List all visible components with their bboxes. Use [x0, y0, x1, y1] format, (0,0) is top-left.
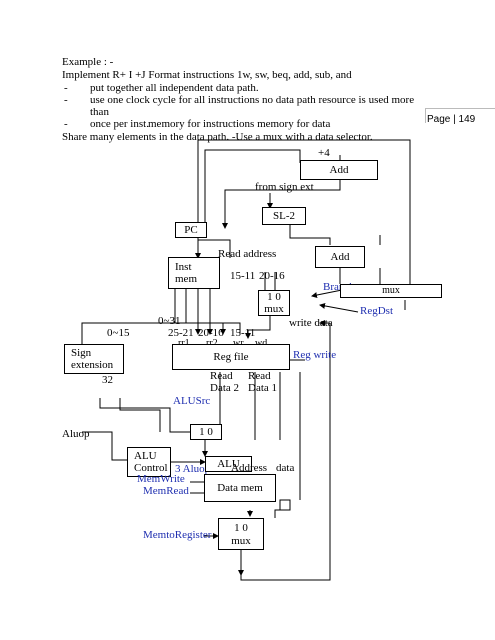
address-label: Address	[231, 462, 268, 474]
alu-control-box: ALU Control	[127, 447, 171, 477]
rr2-label: rr2	[206, 338, 218, 350]
mux1-box: 1 0 mux	[258, 290, 290, 316]
memtoreg-label: MemtoRegister	[143, 529, 212, 541]
reg-file-box: Reg file	[172, 344, 290, 370]
mux3-select: 1 0	[234, 522, 248, 534]
sign-ext-label-2: extension	[71, 359, 114, 371]
mux-right-label: mux	[382, 285, 400, 296]
bits-20-16: 20-16	[259, 270, 285, 282]
bullet-item: use one clock cycle for all instructions…	[62, 94, 422, 118]
bullet-continuation: once per inst.	[62, 118, 422, 130]
sign-extension-box: Sign extension	[64, 344, 124, 374]
alu-control-label-2: Control	[134, 462, 168, 474]
inst-mem-box: Inst mem	[168, 257, 220, 289]
mux1-label: mux	[264, 303, 284, 315]
memory-line: memory for instructions memory for data	[148, 118, 331, 130]
bullet-list: put together all independent data path. …	[62, 82, 422, 130]
sign-ext-label-1: Sign	[71, 347, 92, 359]
mux3-box: 1 0 mux	[218, 518, 264, 550]
plus4-label: +4	[318, 147, 330, 159]
inst-mem-label-2: mem	[175, 273, 197, 285]
wd-label: wd	[255, 338, 267, 350]
add-top-box: Add	[300, 160, 378, 180]
alusrc-label: ALUSrc	[173, 395, 211, 407]
read-data2-label-1: Read	[210, 370, 233, 382]
pc-label: PC	[184, 224, 198, 236]
mux-right-box: mux	[340, 284, 442, 298]
read-data1-label-1: Read	[248, 370, 271, 382]
aluop-left-label: Aluop	[62, 428, 90, 440]
write-data-label: write data	[289, 317, 333, 329]
bits-0-15: 0~15	[107, 327, 130, 339]
bits-25-21: 25-21	[168, 327, 194, 339]
wr-label: wr	[233, 338, 244, 350]
add-mid-label: Add	[330, 251, 350, 263]
mux2-box: 1 0	[190, 424, 222, 440]
example-heading: Example : -	[62, 56, 114, 68]
sl2-label: SL-2	[273, 210, 295, 222]
mux3-label: mux	[231, 535, 251, 547]
pc-box: PC	[175, 222, 207, 238]
reg-write-label: Reg write	[293, 349, 337, 361]
alu-control-label-1: ALU	[134, 450, 157, 462]
page-number-box	[425, 108, 495, 123]
data-mem-label: Data mem	[217, 482, 263, 494]
bits-20-16b: 20-16	[198, 327, 224, 339]
page-number: Page | 149	[427, 114, 476, 125]
read-data2-label-2: Data 2	[210, 382, 240, 394]
regdst-label: RegDst	[360, 305, 393, 317]
bits-0-31: 0~31	[158, 315, 181, 327]
alu-box: ALU	[205, 456, 252, 472]
data-mem-box: Data mem	[204, 474, 276, 502]
from-sign-ext-label: from sign ext	[255, 181, 314, 193]
implement-line: Implement R+ I +J Format instructions 1w…	[62, 69, 352, 81]
bits-15-11: 15-11	[230, 270, 256, 282]
reg-file-label: Reg file	[213, 351, 249, 363]
alu-label: ALU	[217, 458, 240, 470]
inst-mem-label-1: Inst	[175, 261, 192, 273]
mux1-select: 1 0	[267, 291, 281, 303]
add-top-label: Add	[329, 164, 349, 176]
aluop3-label: 3 Aluop	[175, 463, 211, 475]
read-address-label: Read address	[218, 248, 277, 260]
add-mid-box: Add	[315, 246, 365, 268]
memread-label: MemRead	[143, 485, 189, 497]
bits-15-11b: 15-11	[230, 327, 256, 339]
mux2-select: 1 0	[199, 426, 213, 438]
sl2-box: SL-2	[262, 207, 306, 225]
bullet-item: put together all independent data path.	[62, 82, 422, 94]
memwrite-label: MemWrite	[137, 473, 185, 485]
bits-32: 32	[102, 374, 113, 386]
data-label: data	[276, 462, 295, 474]
rr1-label: rr1	[178, 338, 190, 350]
read-data1-label-2: Data 1	[248, 382, 278, 394]
